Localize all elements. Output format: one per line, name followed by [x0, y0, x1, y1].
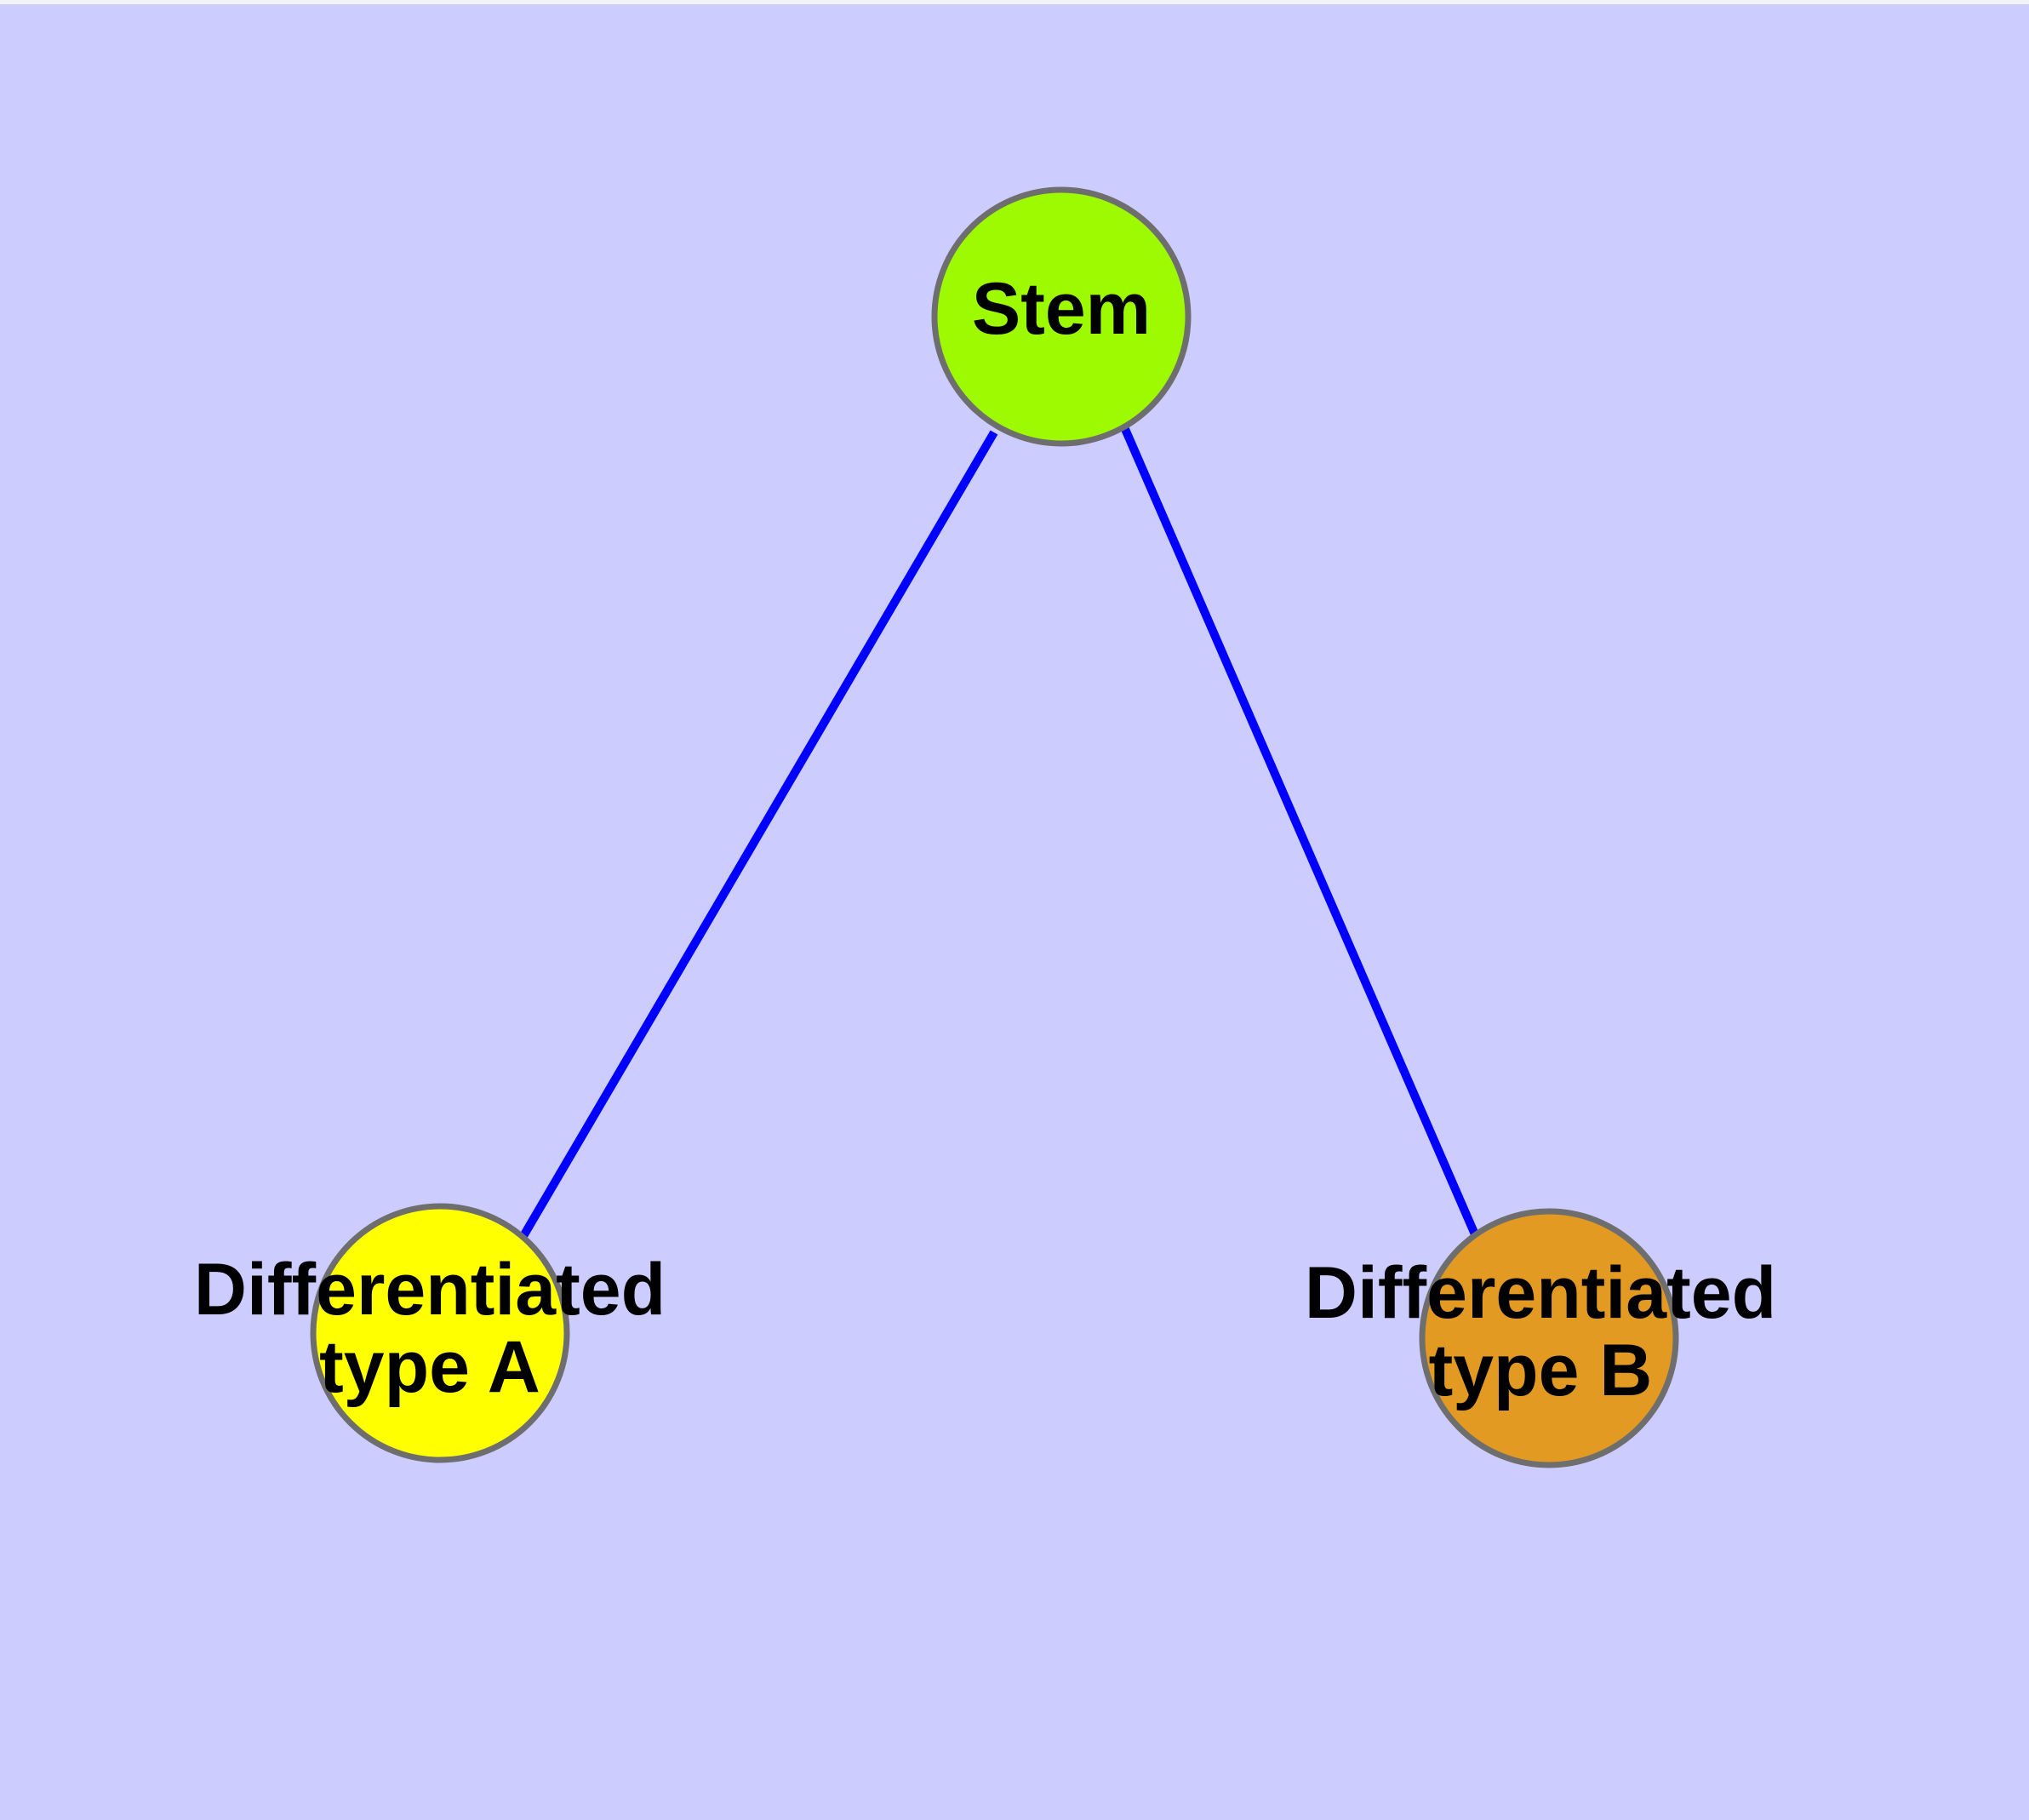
edge-stem-to-differentiated-type-a[interactable] — [519, 430, 998, 1239]
node-differentiated-type-a[interactable] — [310, 1203, 570, 1463]
node-differentiated-type-b[interactable] — [1419, 1208, 1679, 1468]
canvas-top-margin — [0, 0, 2029, 4]
edge-stem-to-differentiated-type-b[interactable] — [1121, 427, 1482, 1242]
node-stem[interactable] — [931, 186, 1192, 447]
edge-layer — [519, 427, 1482, 1242]
node-layer — [310, 186, 1679, 1468]
